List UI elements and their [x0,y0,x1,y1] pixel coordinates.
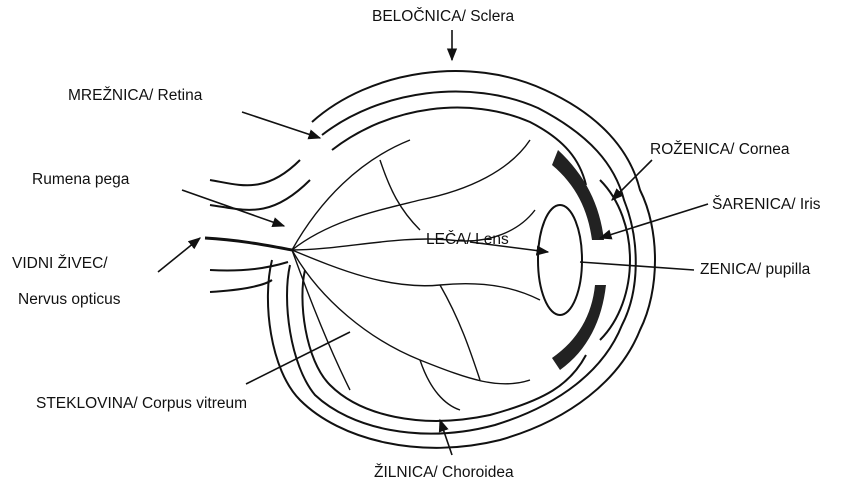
optic-nerve-lower [210,262,288,271]
pupil-pointer [580,262,694,270]
lens-label: LEČA/ Lens [426,232,509,248]
optic-nerve-label-line2: Nervus opticus [18,292,121,308]
optic-nerve-pointer [158,238,200,272]
vitreous-label: STEKLOVINA/ Corpus vitreum [36,396,247,412]
optic-nerve-lower-inner [210,280,272,292]
choroid-pointer [440,420,452,455]
retinal-vessels [292,140,540,410]
retina-pointer [242,112,320,138]
optic-nerve-label-line1: VIDNI ŽIVEC/ [12,256,108,272]
optic-nerve-core [205,238,292,250]
sclera-outline [268,71,655,448]
optic-nerve-upper [210,160,300,185]
retina-outline [332,108,586,185]
lens-outline [538,205,582,315]
iris-shading [552,150,606,370]
iris-label: ŠARENICA/ Iris [712,197,821,213]
cornea-label: ROŽENICA/ Cornea [650,142,790,158]
retina-label: MREŽNICA/ Retina [68,88,202,104]
sclera-label: BELOČNICA/ Sclera [372,9,514,25]
pupil-label: ZENICA/ pupilla [700,262,810,278]
macula-label: Rumena pega [32,172,129,188]
choroid-label: ŽILNICA/ Choroidea [374,465,514,481]
